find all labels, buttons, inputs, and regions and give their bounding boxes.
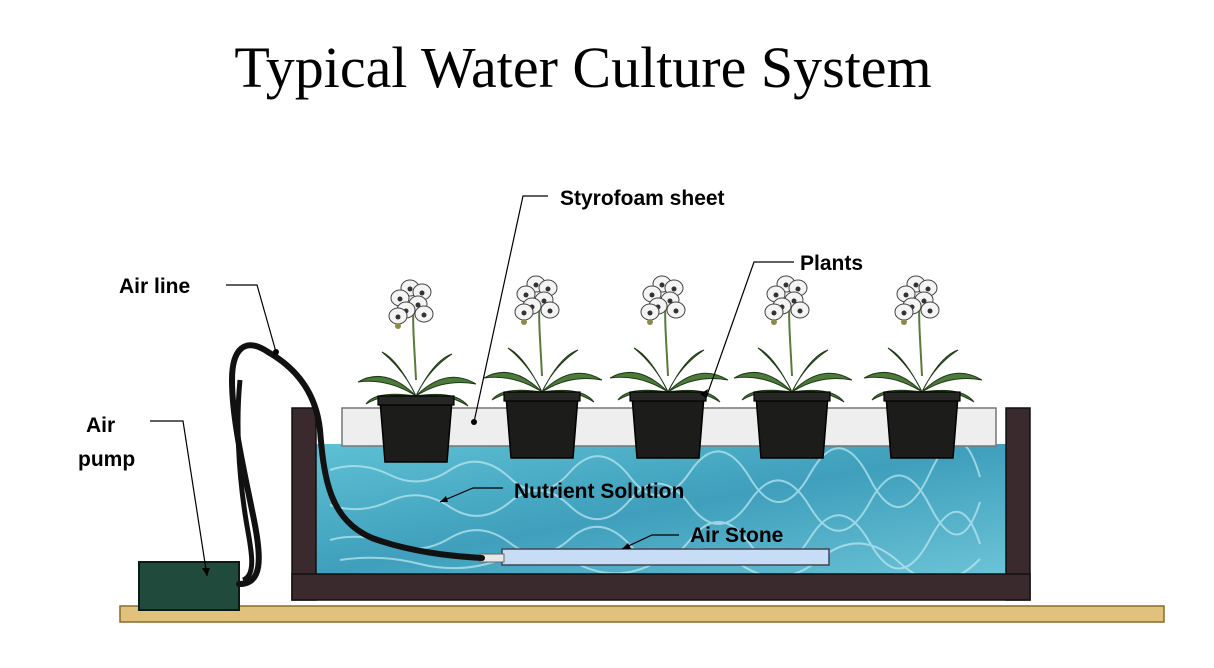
orchid-flower — [640, 303, 660, 321]
plant-leaf — [541, 349, 579, 393]
orchid-flower — [388, 307, 408, 325]
plant-pot — [379, 399, 453, 463]
orchid-flower — [514, 303, 534, 321]
label-air-pump-line1: Air — [86, 414, 115, 437]
ground-plank — [119, 605, 1165, 623]
plant-leaf — [863, 371, 923, 393]
orchid-flower — [790, 301, 810, 319]
plant-leaf — [887, 347, 923, 393]
label-air-stone: Air Stone — [690, 524, 783, 547]
plant-1 — [357, 279, 477, 463]
plant-leaf — [541, 389, 595, 403]
plant-leaf — [381, 351, 417, 397]
plant-pot-rim — [377, 395, 455, 406]
air-pump — [138, 561, 240, 611]
air-pump-leader — [150, 420, 208, 577]
plant-leaf — [733, 371, 793, 393]
plants-group — [357, 275, 983, 463]
label-air-pump-line2: pump — [78, 448, 135, 471]
leader-lines — [150, 195, 794, 577]
plant-leaf — [357, 375, 417, 397]
plant-leaf — [541, 372, 603, 393]
styrofoam-leader — [473, 195, 548, 423]
plant-leaf — [415, 376, 477, 397]
plant-leaf — [791, 372, 853, 393]
plant-5 — [863, 275, 983, 459]
orchid-flower — [666, 301, 686, 319]
orchid-bud — [901, 319, 907, 325]
label-nutrient-solution: Nutrient Solution — [514, 480, 684, 503]
tank-left-wall — [291, 407, 317, 601]
plant-pot-rim — [503, 391, 581, 402]
orchid-flower — [920, 301, 940, 319]
plants-leader — [705, 261, 794, 399]
plant-leaf — [791, 349, 829, 393]
tank-right-wall — [1005, 407, 1031, 601]
plant-leaf — [415, 393, 469, 407]
leader-arrowheads — [202, 349, 708, 576]
plant-leaf — [507, 347, 543, 393]
air-line-leader — [226, 284, 277, 353]
orchid-bud — [521, 319, 527, 325]
orchid-flower — [764, 303, 784, 321]
plant-leaf — [609, 371, 669, 393]
plant-4 — [733, 275, 853, 459]
plant-pot-rim — [883, 391, 961, 402]
label-plants: Plants — [800, 252, 863, 275]
plant-leaf — [757, 347, 793, 393]
plant-leaf — [667, 349, 705, 393]
plant-leaf — [921, 389, 975, 403]
plant-2 — [483, 275, 603, 459]
tank — [291, 407, 1031, 601]
plant-pot — [631, 395, 705, 459]
air-stone-leader — [621, 534, 679, 550]
orchid-flower — [414, 305, 434, 323]
nutrient-leader — [439, 487, 503, 503]
orchid-bud — [395, 323, 401, 329]
label-styrofoam-sheet: Styrofoam sheet — [560, 187, 725, 210]
label-air-line: Air line — [119, 275, 190, 298]
orchid-bud — [647, 319, 653, 325]
orchid-flower — [540, 301, 560, 319]
orchid-bud — [771, 319, 777, 325]
air-line-tube — [229, 342, 485, 587]
plant-leaf — [633, 347, 669, 393]
orchid-flower — [894, 303, 914, 321]
plant-leaf — [415, 353, 453, 397]
plant-leaf — [791, 389, 845, 403]
diagram-title: Typical Water Culture System — [234, 35, 932, 100]
plant-pot — [755, 395, 829, 459]
plant-pot-rim — [629, 391, 707, 402]
plant-leaf — [921, 372, 983, 393]
tank-bottom — [291, 573, 1031, 601]
plant-leaf — [921, 349, 959, 393]
air-stone — [501, 548, 830, 566]
plant-3 — [609, 275, 729, 459]
plant-pot — [885, 395, 959, 459]
plant-pot — [505, 395, 579, 459]
plant-pot-rim — [753, 391, 831, 402]
